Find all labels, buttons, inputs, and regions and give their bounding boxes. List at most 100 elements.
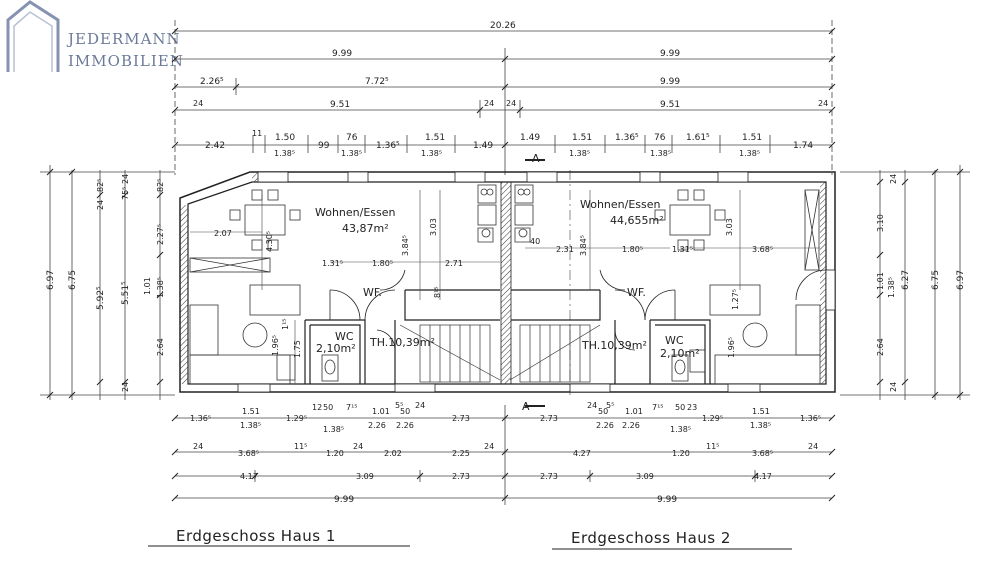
dim-row4-a: 24 (193, 99, 203, 108)
bdim1-10: 24 (415, 401, 425, 410)
right-dimension-labels: 24 3.10 1.01 1.38⁵ 2.64 24 6.27 6.75 6.9… (876, 174, 966, 392)
dim-half-left: 9.99 (332, 49, 352, 59)
bdim1-1: 1.36⁵ (190, 414, 211, 423)
bdim1b-8: 1.38⁵ (750, 421, 771, 430)
bdim1-8: 5⁵ (395, 401, 403, 410)
bdim2-10: 1.20 (672, 449, 690, 458)
right-dimension-lines (840, 165, 970, 400)
captions: Erdgeschoss Haus 1 Erdgeschoss Haus 2 (148, 527, 792, 550)
bdim2-3: 11⁵ (294, 442, 307, 451)
house1-wc-area: 2,10m² (316, 342, 356, 355)
rdim-3: 1.01 (876, 272, 885, 290)
bdim1-14: 50 (598, 407, 608, 416)
bottom-dimension-lines (175, 405, 832, 505)
dim-row5-1: 2.42 (205, 141, 225, 151)
dim-row5-11: 1.36⁵ (615, 133, 639, 143)
bottom-dimension-ticks (171, 414, 836, 502)
ldim-8: 2.27⁵ (156, 224, 165, 245)
stairs-house2 (509, 324, 601, 383)
bdim2-8: 24 (484, 442, 494, 451)
rdim-1: 24 (889, 174, 898, 184)
idim-13: 2.31 (556, 245, 574, 254)
rdim-6: 24 (889, 382, 898, 392)
rdim-outer-1: 6.97 (956, 270, 966, 290)
rdim-outer-3: 6.27 (901, 270, 911, 290)
house2-living-area: 44,655m² (610, 214, 664, 227)
interior-dimension-labels: 2.07 4.30⁵ 3.03 3.84⁵ 1.31⁵ 1.80⁵ 2.71 8… (214, 218, 773, 358)
bdim1-5: 50 (323, 403, 333, 412)
bdim1-2: 1.51 (242, 407, 260, 416)
bdim1b-4: 2.26 (396, 421, 414, 430)
bdim3-5: 3.09 (636, 472, 654, 481)
ldim-3: 5.92⁵ (96, 286, 106, 310)
house1-living-label: Wohnen/Essen (315, 206, 396, 219)
idim-17: 3.03 (725, 218, 734, 236)
idim-18: 3.68⁵ (752, 245, 773, 254)
bdim1-22: 1.36⁵ (800, 414, 821, 423)
dim-row4-e: 9.51 (660, 100, 680, 110)
section-mark-bottom: A (522, 400, 530, 413)
ldim-outer-2: 6.75 (68, 270, 78, 290)
house1-living-area: 43,87m² (342, 222, 389, 235)
bdim1-15: 5⁵ (606, 401, 614, 410)
house2-room-labels: Wohnen/Essen 44,655m² WF. WC 2,10m² TH.1… (580, 198, 700, 360)
idim-15: 1.80⁵ (622, 245, 643, 254)
bdim4-1: 9.99 (334, 495, 354, 505)
bdim1-12: 2.73 (540, 414, 558, 423)
bdim1b-7: 1.38⁵ (670, 425, 691, 434)
idim-20: 1.96⁵ (727, 337, 736, 358)
bdim1-13: 24 (587, 401, 597, 410)
dim-row5-7: 1.51 (425, 133, 445, 143)
dim-row4-d: 24 (506, 99, 516, 108)
bdim3-3: 2.73 (452, 472, 470, 481)
left-dimension-labels: 6.97 6.75 82⁵ 24 5.92⁵ 5.51⁵ 75⁵ 24 82⁵ … (46, 174, 165, 392)
left-dimension-lines (40, 165, 175, 400)
dim-row3-a: 2.26⁵ (200, 77, 224, 87)
bdim1-20: 1.29⁵ (702, 414, 723, 423)
bdim3-1: 4.17 (240, 472, 258, 481)
dim-row5-4: 99 (318, 141, 330, 151)
top-dimension-labels: 20.26 9.99 9.99 2.26⁵ 7.72⁵ 9.99 24 9.51… (193, 21, 828, 158)
idim-14: 3.84⁵ (579, 235, 588, 256)
dim-row5-5: 76 (346, 133, 358, 143)
bdim2-11: 11⁵ (706, 442, 719, 451)
house1-room-labels: Wohnen/Essen 43,87m² WF. WC 2,10m² TH.10… (315, 206, 435, 355)
bdim1b-3: 2.26 (368, 421, 386, 430)
rdim-outer-2: 6.75 (931, 270, 941, 290)
ldim-7: 82⁵ (156, 179, 165, 192)
bdim2-2: 3.68⁵ (238, 449, 259, 458)
idim-12: 40 (530, 237, 540, 246)
bdim2-12: 3.68⁵ (752, 449, 773, 458)
building-walls (179, 171, 836, 393)
dim-row4-c: 24 (484, 99, 494, 108)
logo-line-2: IMMOBILIEN (68, 52, 184, 70)
bdim1-19: 23 (687, 403, 697, 412)
company-logo: JEDERMANN IMMOBILIEN (6, 0, 184, 72)
ldim-12: 24 (121, 382, 130, 392)
idim-9: 1¹⁵ (281, 318, 290, 330)
dim-row5b-2: 1.38⁵ (341, 149, 362, 158)
dim-row5-14: 1.51 (742, 133, 762, 143)
house2-th-label: TH.10,39m² (581, 339, 647, 352)
bdim1-6: 7¹⁵ (346, 403, 358, 412)
idim-7: 2.71 (445, 259, 463, 268)
interior-dimension-lines (190, 190, 820, 384)
dim-row5-9: 1.49 (520, 133, 540, 143)
dim-row3-c: 9.99 (660, 77, 680, 87)
bdim1-11: 2.73 (452, 414, 470, 423)
ldim-5: 75⁵ (121, 187, 130, 200)
idim-5: 1.31⁵ (322, 259, 343, 268)
bdim2-4: 1.20 (326, 449, 344, 458)
ldim-6: 24 (121, 174, 130, 184)
dim-half-right: 9.99 (660, 49, 680, 59)
bdim3-6: 4.17 (754, 472, 772, 481)
section-marks: A A (522, 152, 571, 413)
bdim2-13: 24 (808, 442, 818, 451)
idim-1: 2.07 (214, 229, 232, 238)
idim-6: 1.80⁵ (372, 259, 393, 268)
dim-row5-8: 1.49 (473, 141, 493, 151)
dim-row5-10: 1.51 (572, 133, 592, 143)
dim-row5b-4: 1.38⁵ (569, 149, 590, 158)
dim-row5b-5: 1.38⁵ (650, 149, 671, 158)
ldim-9: 1.01 (143, 277, 152, 295)
